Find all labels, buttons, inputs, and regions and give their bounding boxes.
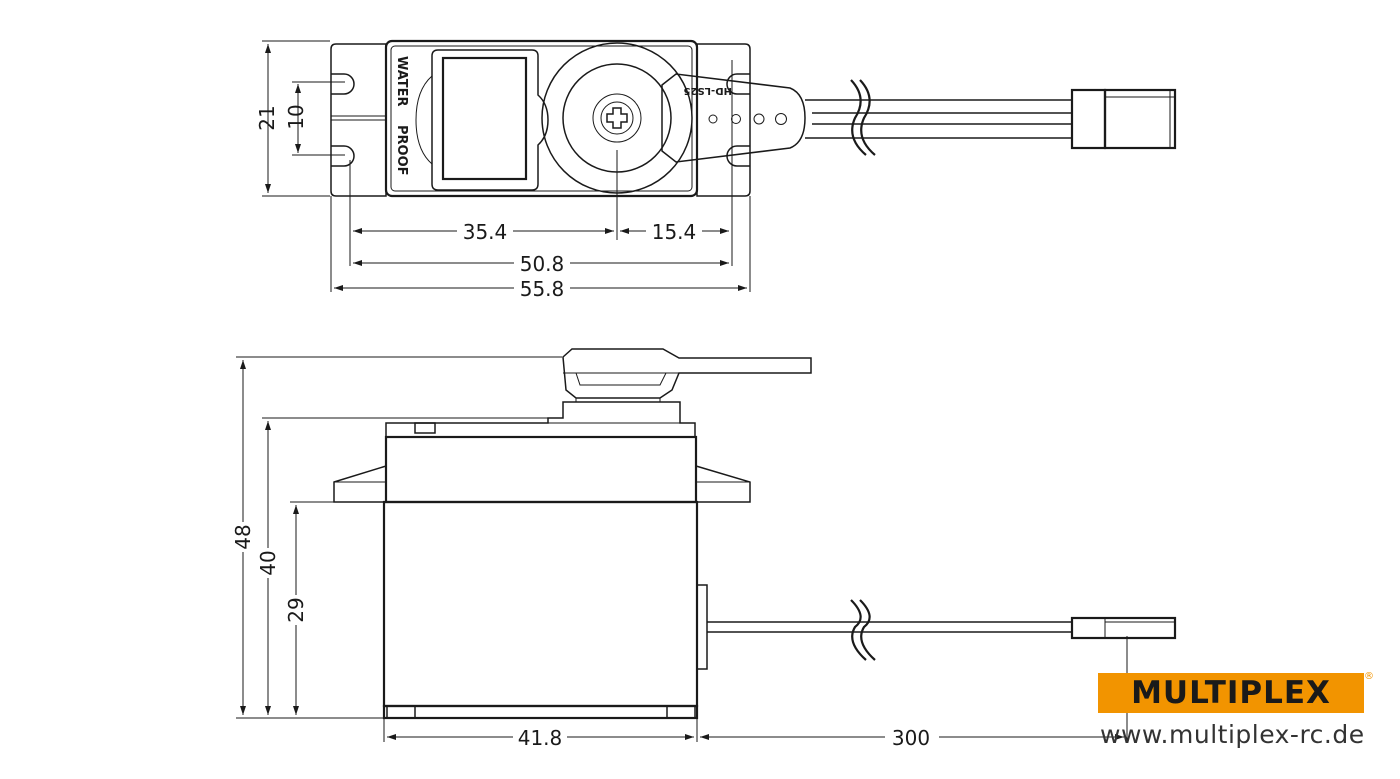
brand-logo: MULTIPLEX [1098,673,1364,713]
horn-hole-1 [708,114,718,124]
model-label: HD-LS25 [683,85,732,96]
horn-hole-2 [731,114,741,124]
horn-hole-4 [775,113,787,125]
dim-total-height-48: 48 [231,524,255,549]
case-main [382,500,699,708]
side-view-dimensions: 48 40 29 41.8 300 [231,356,1128,750]
registered-mark: ® [1364,671,1374,682]
dim-axis-hole-15-4: 15.4 [652,220,697,244]
dim-case-width-41-8: 41.8 [518,726,563,750]
side-view [333,348,1177,720]
connector-body-top [1103,88,1177,150]
dim-height-21: 21 [255,105,279,130]
dim-mount-height-29: 29 [284,597,308,622]
top-view-dimensions: 21 10 35.4 15.4 50.8 55.8 [255,40,751,301]
mounting-slot-right-top [726,73,750,95]
mounting-flange [330,43,387,197]
connector-side [1070,616,1177,640]
dim-length-55-8: 55.8 [520,277,565,301]
label-window [441,56,528,181]
flange-left [333,464,387,503]
case-bottom [382,704,699,720]
brand-name: MULTIPLEX [1131,675,1331,711]
flange-right [695,464,751,503]
case-upper [384,435,698,504]
dim-case-height-40: 40 [256,550,280,575]
top-view: WATER PROOF HD-LS25 [330,39,1177,198]
water-label: WATER [394,56,409,107]
brand-logo-background [1098,673,1364,713]
phillips-screw-icon [606,107,628,129]
dim-axis-offset-35-4: 35.4 [463,220,508,244]
dim-hole-spacing-10: 10 [284,104,308,129]
label-plate [431,49,549,191]
servo-horn [661,73,806,163]
connector-plug-top [1070,88,1107,150]
dim-hole-hole-50-8: 50.8 [520,252,565,276]
website-url: www.multiplex-rc.de [1100,720,1365,749]
proof-label: PROOF [394,125,409,176]
servo-cable-side [707,621,1072,633]
dim-cable-length-300: 300 [892,726,930,750]
mounting-slot-left-top [331,73,355,95]
cable-grommet [696,584,708,670]
mounting-slot-left-bottom [331,145,355,167]
horn-hole-3 [753,113,765,125]
case-top-outline [384,39,699,198]
output-shaft-side [385,401,696,438]
servo-horn-side [562,348,812,399]
servo-cable-top [805,99,1072,139]
